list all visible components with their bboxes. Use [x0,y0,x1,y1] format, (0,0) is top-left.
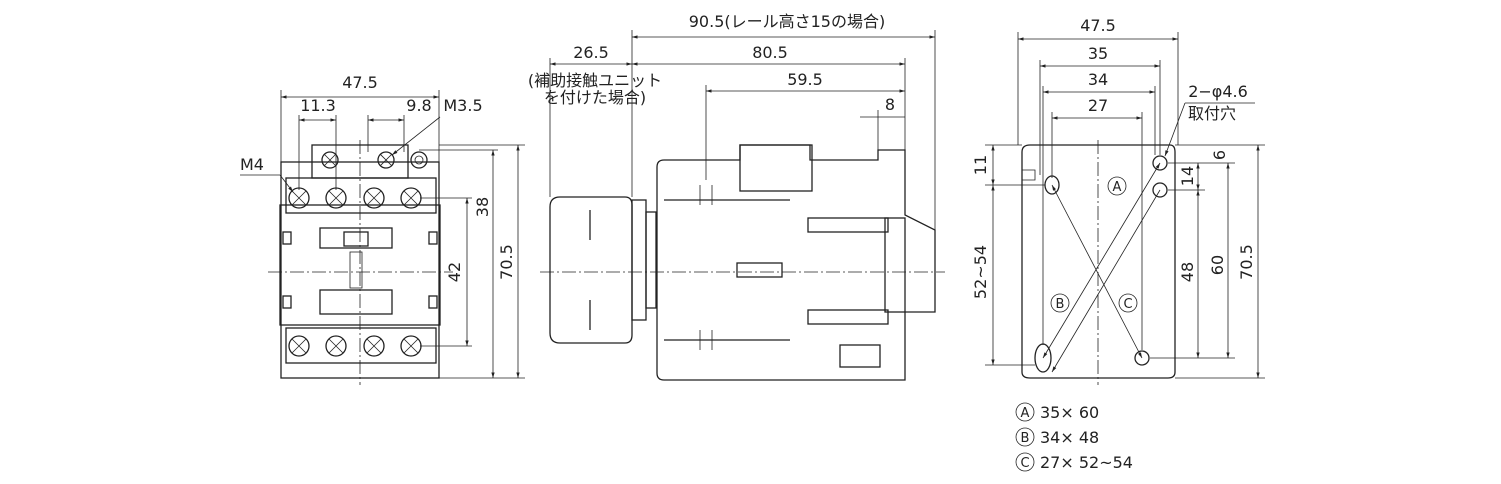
front-pitch-9-8-label: 9.8 [406,96,431,115]
front-height-label: 70.5 [497,244,516,280]
hole-spec-line2: 取付穴 [1188,104,1236,123]
mount-dim-52-54-label: 52~54 [971,245,990,299]
legend-item: C 27× 52~54 [1015,452,1133,472]
mount-width-34-label: 34 [1088,70,1108,89]
mount-dim-14-label: 14 [1178,166,1197,186]
main-body-outline [656,144,936,381]
mount-width-35-label: 35 [1088,44,1108,63]
mark-c: C [1123,297,1132,312]
legend-mark: A [1021,406,1030,421]
body-59-5-label: 59.5 [787,70,823,89]
side-dimensions: 90.5(レール高さ15の場合) 26.5 (補助接触ユニット を付けた場合) … [528,12,936,230]
mount-dim-70-5-label: 70.5 [1237,244,1256,280]
top-terminals [285,144,437,214]
side-view [540,144,945,381]
legend-item: B 34× 48 [1015,427,1099,447]
front-pitch-11-3-label: 11.3 [300,96,336,115]
mark-b: B [1056,297,1065,312]
mount-legend: A 35× 60 B 34× 48 C 27× 52~54 [1015,402,1133,472]
aux-width-label: 26.5 [573,43,609,62]
legend-item: A 35× 60 [1015,402,1099,422]
legend-mark: B [1021,431,1030,446]
legend-text: 35× 60 [1040,403,1099,422]
mount-dim-11-label: 11 [971,155,990,175]
mount-plate-outline [1021,144,1176,379]
front-dim-38-label: 38 [473,197,492,217]
aux-unit-outline [549,196,633,344]
front-view [268,140,453,385]
mounting-view: A B C [1021,140,1176,385]
mount-width-27-label: 27 [1088,96,1108,115]
aux-note-line1: (補助接触ユニット [528,71,662,90]
mount-dim-6-label: 6 [1210,150,1229,160]
mount-dim-48-label: 48 [1178,262,1197,282]
rail-total-label: 90.5(レール高さ15の場合) [689,12,885,31]
front-dim-42-label: 42 [445,262,464,282]
mount-dim-60-label: 60 [1208,255,1227,275]
hole-spec-line1: 2−φ4.6 [1188,82,1248,101]
mount-dimensions: 47.5 35 34 27 2−φ4.6 取付穴 11 52~54 6 [971,16,1265,379]
aux-note-line2: を付けた場合) [544,88,646,107]
legend-text: 27× 52~54 [1040,453,1133,472]
screw-m3-5-label: M3.5 [443,96,482,115]
front-dimensions: 47.5 11.3 9.8 M3.5 M4 38 42 70.5 [240,73,525,379]
front-width-label: 47.5 [342,73,378,92]
mark-a: A [1113,180,1122,195]
bottom-terminals [285,327,437,364]
legend-text: 34× 48 [1040,428,1099,447]
body-8-label: 8 [885,95,895,114]
screw-m4-label: M4 [240,155,264,174]
body-80-5-label: 80.5 [752,43,788,62]
legend-mark: C [1020,456,1029,471]
mount-width-47-5-label: 47.5 [1080,16,1116,35]
